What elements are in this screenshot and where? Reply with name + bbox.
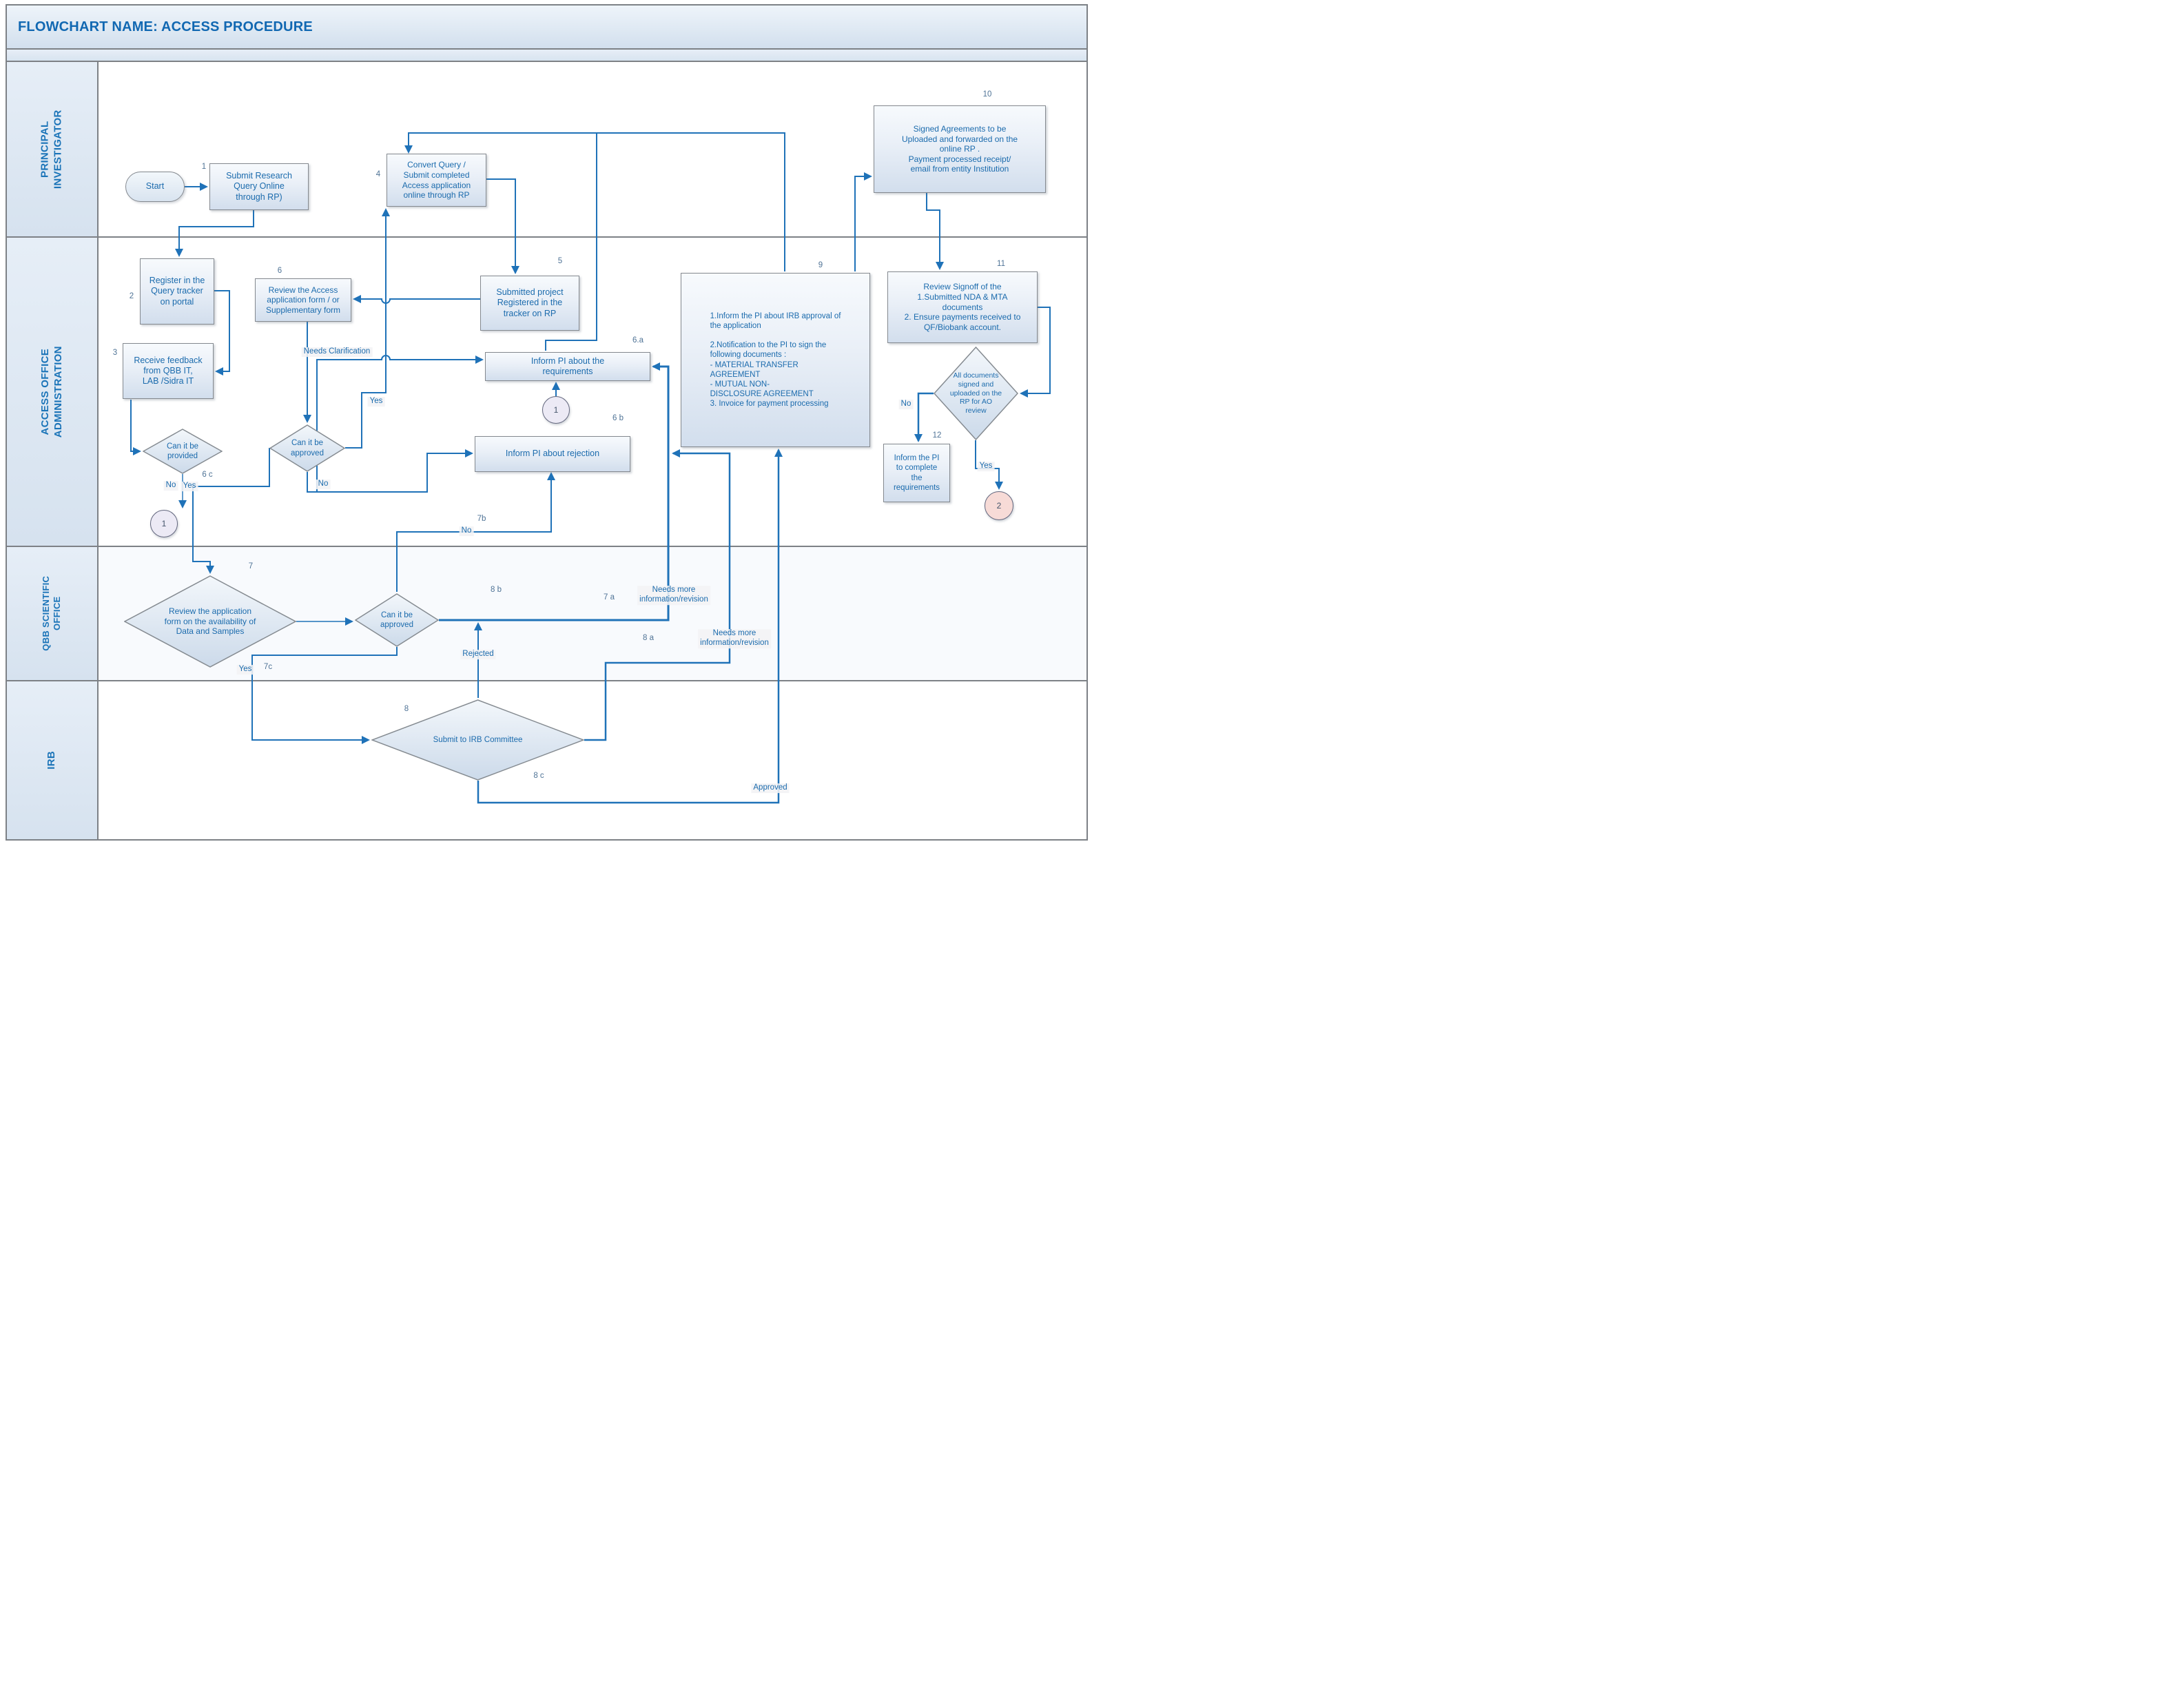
lane-label-principal-investigator: PRINCIPAL INVESTIGATOR <box>7 62 99 236</box>
flowchart-canvas: FLOWCHART NAME: ACCESS PROCEDURE PRINCIP… <box>0 0 1092 844</box>
lane-label-irb: IRB <box>7 681 99 839</box>
flowchart-frame: FLOWCHART NAME: ACCESS PROCEDURE PRINCIP… <box>6 4 1088 841</box>
flowchart-title-bar: FLOWCHART NAME: ACCESS PROCEDURE <box>7 6 1086 50</box>
lane-principal-investigator: PRINCIPAL INVESTIGATOR <box>7 62 1086 238</box>
lane-irb: IRB <box>7 681 1086 839</box>
lane-access-office-administration: ACCESS OFFICE ADMINISTRATION <box>7 238 1086 547</box>
lane-qbb-scientific-office: QBB SCIENTIFIC OFFICE <box>7 547 1086 681</box>
lane-label-qbb-scientific-office: QBB SCIENTIFIC OFFICE <box>7 547 99 680</box>
swimlanes: PRINCIPAL INVESTIGATOR ACCESS OFFICE ADM… <box>7 62 1086 839</box>
header-spacer-band <box>7 50 1086 62</box>
flowchart-title: FLOWCHART NAME: ACCESS PROCEDURE <box>18 19 313 34</box>
lane-label-access-office-administration: ACCESS OFFICE ADMINISTRATION <box>7 238 99 546</box>
